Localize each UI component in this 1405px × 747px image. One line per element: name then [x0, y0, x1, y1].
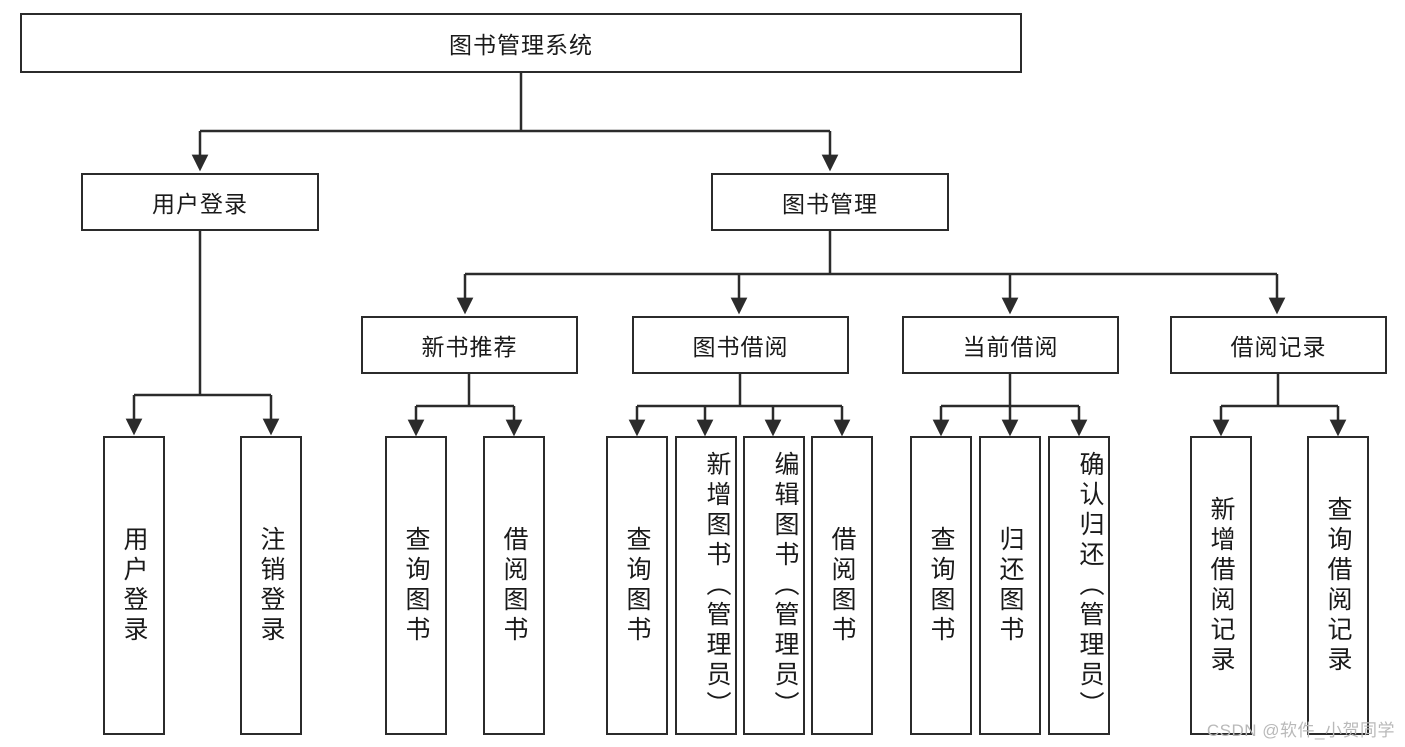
- node-label: 图书借阅: [692, 334, 789, 360]
- node-label: 注销登录: [257, 525, 285, 646]
- leaf-query-book-borrow[interactable]: 查询图书: [606, 436, 668, 735]
- node-book-borrow[interactable]: 图书借阅: [632, 316, 849, 374]
- node-label: 查询图书: [927, 525, 955, 646]
- node-label: 图书管理: [782, 191, 878, 217]
- node-label: 新增图书（管理员）: [703, 450, 731, 721]
- node-label: 当前借阅: [962, 334, 1059, 360]
- leaf-query-book-current[interactable]: 查询图书: [910, 436, 972, 735]
- node-label: 查询图书: [402, 525, 430, 646]
- node-root-system[interactable]: 图书管理系统: [20, 13, 1022, 73]
- node-label: 用户登录: [120, 525, 148, 646]
- node-label: 归还图书: [996, 525, 1024, 646]
- node-label: 编辑图书（管理员）: [771, 450, 799, 721]
- leaf-query-borrow-record[interactable]: 查询借阅记录: [1307, 436, 1369, 735]
- node-borrow-record[interactable]: 借阅记录: [1170, 316, 1387, 374]
- leaf-confirm-return-admin[interactable]: 确认归还（管理员）: [1048, 436, 1110, 735]
- node-label: 借阅图书: [500, 525, 528, 646]
- leaf-borrow-book-recommend[interactable]: 借阅图书: [483, 436, 545, 735]
- node-current-borrow[interactable]: 当前借阅: [902, 316, 1119, 374]
- node-label: 查询图书: [623, 525, 651, 646]
- leaf-logout[interactable]: 注销登录: [240, 436, 302, 735]
- leaf-return-book[interactable]: 归还图书: [979, 436, 1041, 735]
- node-label: 查询借阅记录: [1324, 495, 1352, 676]
- node-label: 新增借阅记录: [1207, 495, 1235, 676]
- node-new-book-recommend[interactable]: 新书推荐: [361, 316, 578, 374]
- leaf-edit-book-admin[interactable]: 编辑图书（管理员）: [743, 436, 805, 735]
- leaf-borrow-book[interactable]: 借阅图书: [811, 436, 873, 735]
- node-label: 借阅图书: [828, 525, 856, 646]
- node-user-login[interactable]: 用户登录: [81, 173, 319, 231]
- leaf-add-book-admin[interactable]: 新增图书（管理员）: [675, 436, 737, 735]
- node-label: 确认归还（管理员）: [1076, 450, 1104, 721]
- leaf-add-borrow-record[interactable]: 新增借阅记录: [1190, 436, 1252, 735]
- node-label: 新书推荐: [421, 334, 518, 360]
- leaf-user-login[interactable]: 用户登录: [103, 436, 165, 735]
- leaf-query-book-recommend[interactable]: 查询图书: [385, 436, 447, 735]
- node-label: 借阅记录: [1230, 334, 1327, 360]
- node-label: 图书管理系统: [449, 32, 593, 58]
- node-book-management[interactable]: 图书管理: [711, 173, 949, 231]
- csdn-watermark: CSDN @软件_小贺同学: [1206, 721, 1395, 740]
- node-label: 用户登录: [152, 191, 248, 217]
